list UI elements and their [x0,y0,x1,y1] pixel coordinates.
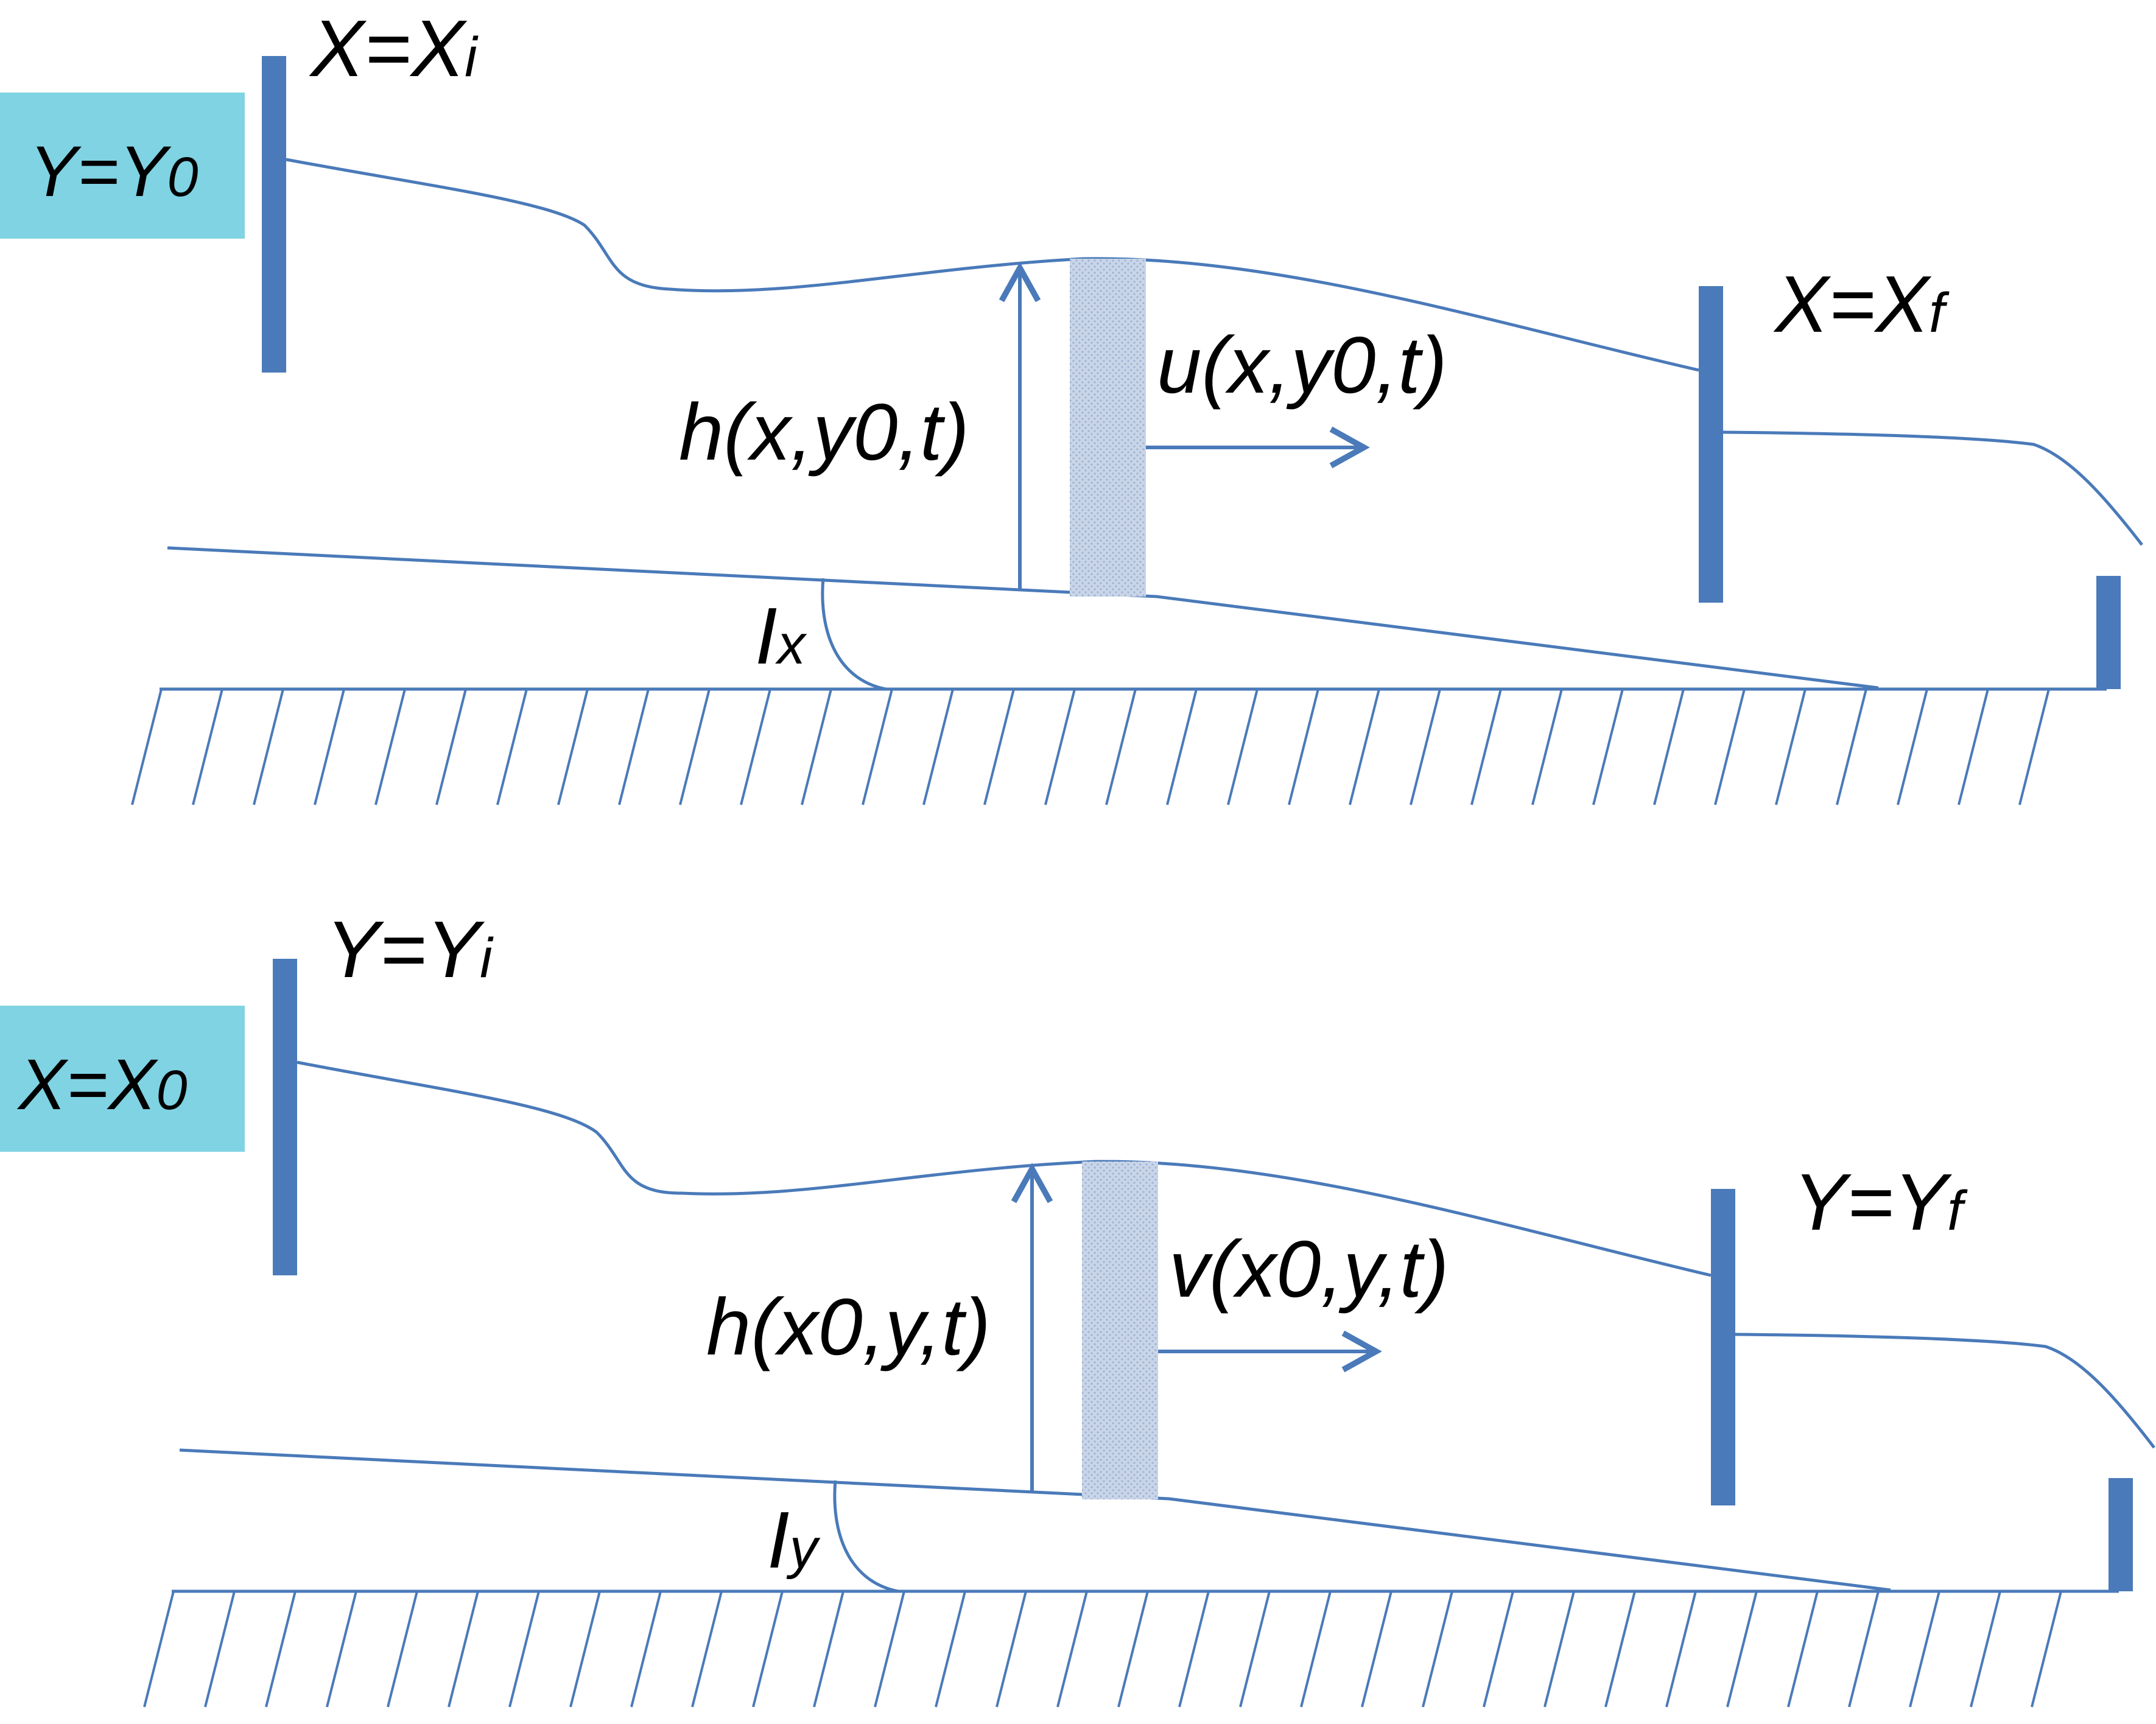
inflow-gate [273,959,297,1275]
hatch-line [1909,1591,1940,1708]
hatch-line [131,689,163,805]
hatch-line [1361,1591,1392,1708]
hatch-line [2031,1591,2062,1708]
channel-bed-line [179,1448,1891,1592]
hatch-line [1422,1591,1453,1708]
hatch-line [813,1591,844,1708]
hatch-line [995,1591,1027,1708]
boundary-condition-label: X=X0 [16,1045,188,1125]
hatch-line [1056,1591,1088,1708]
hatch-line [691,1591,723,1708]
hatch-line [1239,1591,1271,1708]
water-column [1082,1162,1158,1499]
hatch-line [435,689,467,805]
hatch-line [630,1591,662,1708]
hatch-line [740,689,771,805]
hatch-line [314,689,345,805]
start-section-label: X=Xi [309,4,479,93]
hatch-line [1726,1591,1758,1708]
hatch-line [1592,689,1624,805]
hatch-line [1848,1591,1880,1708]
hatch-line [265,1591,297,1708]
hatch-line [1653,689,1685,805]
depth-label: h(x0,y,t) [706,1282,991,1372]
hatch-line [1970,1591,2001,1708]
depth-label: h(x,y0,t) [679,387,969,477]
hatch-line [1787,1591,1819,1708]
hatch-line [1349,689,1380,805]
hatch-line [1531,689,1563,805]
hatch-line [1897,689,1928,805]
hatch-line [1470,689,1502,805]
hatch-line [922,689,954,805]
hatch-line [1117,1591,1149,1708]
hatch-line [752,1591,784,1708]
boundary-condition-box [0,1006,245,1152]
inflow-gate [262,56,286,373]
outflow-gate [1699,286,1723,603]
hatch-line [1958,689,1989,805]
channel-bed-line [167,546,1879,690]
slope-label: Iy [767,1495,821,1585]
start-section-label: Y=Yi [326,905,494,994]
hatch-line [192,689,223,805]
hatch-line [374,689,406,805]
outflow-gate [1711,1189,1735,1505]
velocity-label: v(x0,y,t) [1169,1224,1449,1314]
hatch-line [204,1591,236,1708]
hatch-line [1227,689,1259,805]
downstream-water-surface [1722,430,2143,546]
slope-angle-arc [833,1480,899,1593]
hatch-line [1288,689,1319,805]
hatch-line [2018,689,2050,805]
hatch-line [1483,1591,1514,1708]
hatch-line [1166,689,1198,805]
hatch-line [1665,1591,1697,1708]
hatch-line [326,1591,357,1708]
slope-angle-arc [821,578,887,691]
water-surface-line [286,158,1699,372]
hatch-line [253,689,284,805]
hatch-line [1300,1591,1332,1708]
boundary-condition-label: Y=Y0 [29,131,198,212]
hatch-line [983,689,1015,805]
hatch-line [935,1591,966,1708]
ground-hatching [131,689,2050,805]
hatch-line [1178,1591,1210,1708]
downstream-water-surface [1735,1333,2155,1449]
hatch-line [1105,689,1137,805]
end-section-label: X=Xf [1773,259,1950,349]
hatch-line [1410,689,1441,805]
hatch-line [1543,1591,1575,1708]
velocity-label: u(x,y0,t) [1157,320,1447,410]
boundary-condition-box [0,93,245,239]
hatch-line [618,689,650,805]
hatch-line [508,1591,540,1708]
hatch-line [1044,689,1076,805]
slope-label: Ix [755,591,807,681]
hatch-line [557,689,589,805]
hatch-line [801,689,832,805]
end-weir [2109,1478,2133,1591]
hatch-line [569,1591,601,1708]
hatch-line [448,1591,479,1708]
hatch-line [1836,689,1867,805]
panel-y-direction: X=X0 Iy Y=Yi Y=Yf h(x0,y,t) v(x0,y,t) [0,905,2155,1708]
water-surface-line [297,1060,1712,1277]
end-weir [2096,576,2121,689]
panel-x-direction: Y=Y0 Ix X=Xi X=Xf h(x,y0,t) u(x,y0,t) [0,4,2143,805]
hatch-line [1714,689,1746,805]
hatch-line [1775,689,1807,805]
hatch-line [679,689,711,805]
hatch-line [874,1591,905,1708]
hatch-line [1604,1591,1636,1708]
hatch-line [387,1591,418,1708]
ground-hatching [143,1591,2062,1708]
water-column [1070,259,1146,597]
end-section-label: Y=Yf [1793,1157,1968,1247]
hatch-line [143,1591,175,1708]
hatch-line [862,689,893,805]
hatch-line [496,689,528,805]
